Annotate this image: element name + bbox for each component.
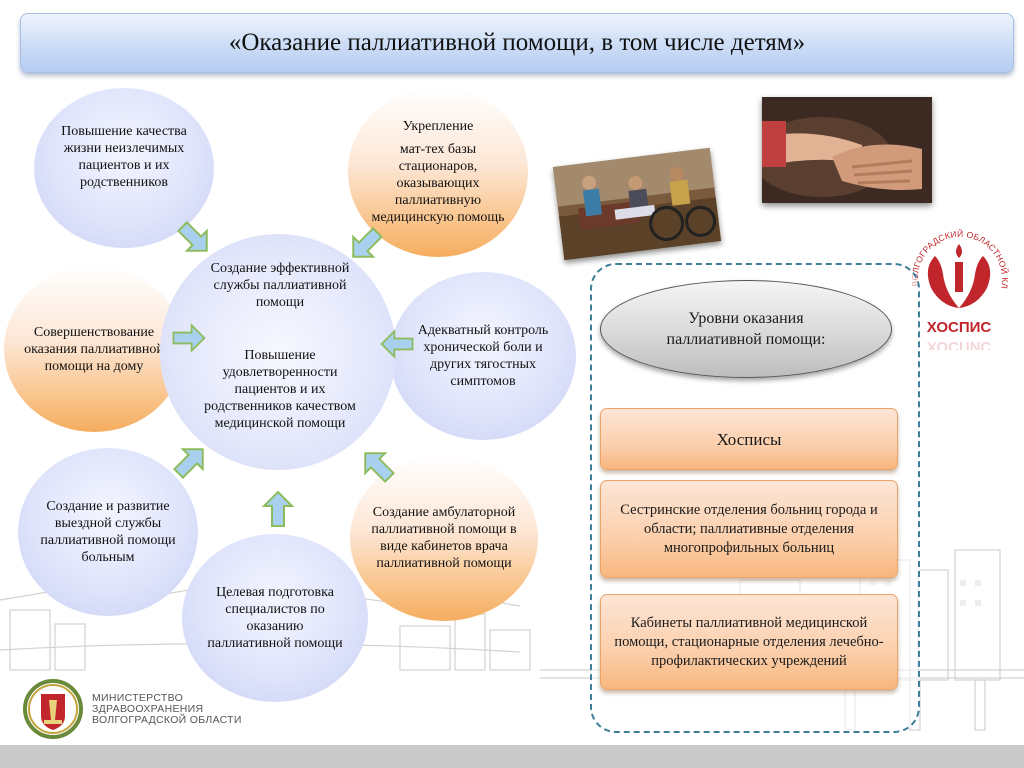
care-level-hospices: Хосписы [600,408,898,470]
arrow-icon [380,329,414,359]
center-goal-bottom-text: Повышение удовлетворенности пациентов и … [204,348,356,431]
arrow-icon [261,490,295,527]
goal-quality-of-life: Повышение качества жизни неизлечимых пац… [34,88,214,248]
goal-material-base: Укрепление мат-тех базы стационаров, ока… [348,87,528,257]
arrow-icon [177,221,208,252]
page-title: «Оказание паллиативной помощи, в том чис… [228,29,806,56]
care-level-palliative-offices: Кабинеты паллиативной медицинской помощи… [600,594,898,690]
goal-outpatient-care: Создание амбулаторной паллиативной помощ… [350,455,538,621]
arrow-icon [172,323,206,353]
ministry-logo: МИНИСТЕРСТВО ЗДРАВООХРАНЕНИЯ ВОЛГОГРАДСК… [22,678,242,740]
title-bar: «Оказание паллиативной помощи, в том чис… [20,13,1014,73]
goal-outreach-service-text: Создание и развитие выездной службы палл… [40,499,176,565]
arrow-icon [173,448,204,479]
ministry-line-3: ВОЛГОГРАДСКОЙ ОБЛАСТИ [92,713,242,726]
care-level-nursing-departments: Сестринские отделения больниц города и о… [600,480,898,578]
center-goal-top-text: Создание эффективной службы паллиативной… [210,261,350,310]
goal-specialist-training-text: Целевая подготовка специалистов по оказа… [207,585,343,651]
holding-hands-photo [762,97,932,203]
arrow-icon [364,452,395,483]
care-level-palliative-offices-text: Кабинеты паллиативной медицинской помощи… [614,614,884,669]
hospice-logo: ВОЛГОГРАДСКИЙ ОБЛАСТНОЙ КЛИНИЧЕСКИЙ ХОСП… [905,210,1011,350]
care-levels-header: Уровни оказания паллиативной помощи: [600,280,892,378]
hospice-name-reflection: ХОСПИС [927,338,992,350]
goal-pain-control-text: Адекватный контроль хронической боли и д… [417,323,549,389]
goal-material-base-title: Укрепление [402,119,474,134]
goal-home-care: Совершенствование оказания паллиативной … [4,266,184,432]
goal-specialist-training: Целевая подготовка специалистов по оказа… [182,534,368,702]
goal-pain-control: Адекватный контроль хронической боли и д… [390,272,576,440]
ministry-line-1: МИНИСТЕРСТВО [92,691,184,704]
ministry-line-2: ЗДРАВООХРАНЕНИЯ [92,702,204,715]
care-level-nursing-departments-text: Сестринские отделения больниц города и о… [620,501,878,556]
goal-material-base-text: мат-тех базы стационаров, оказывающих па… [371,142,505,225]
hospice-name: ХОСПИС [927,319,992,336]
patients-in-wheelchairs-photo [552,147,722,261]
goal-outreach-service: Создание и развитие выездной службы палл… [18,448,198,616]
goal-quality-of-life-text: Повышение качества жизни неизлечимых пац… [61,124,187,190]
care-level-hospices-text: Хосписы [716,429,782,449]
goal-outpatient-care-text: Создание амбулаторной паллиативной помощ… [371,505,517,571]
arrow-icon [352,227,383,258]
volgograd-coat-of-arms-icon [23,679,83,739]
care-levels-header-text: Уровни оказания паллиативной помощи: [666,310,826,348]
center-goal: Создание эффективной службы паллиативной… [160,234,396,470]
footer-strip [0,745,1024,768]
goal-home-care-text: Совершенствование оказания паллиативной … [24,324,164,374]
